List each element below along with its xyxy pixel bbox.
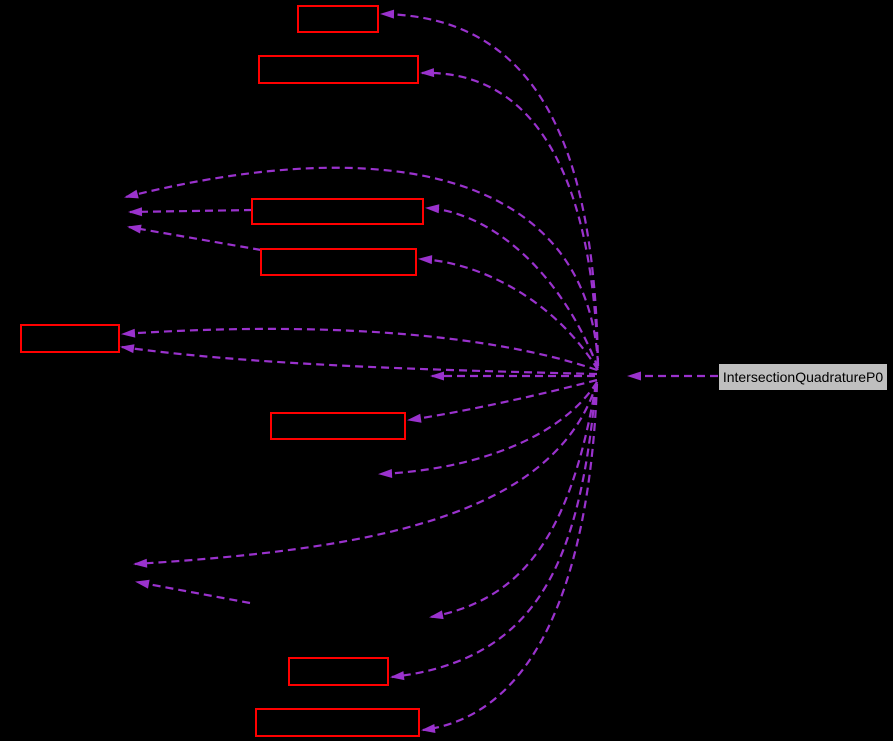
edge-box-upper-mid-1-to-hidden-left-upper xyxy=(128,207,253,217)
box-upper-mid-1[interactable] xyxy=(251,198,424,225)
edge-center-to-hidden-mid-lower xyxy=(378,381,598,478)
edge-center-to-box-top-small xyxy=(380,9,600,367)
edge-center-to-hidden-left-upper xyxy=(124,166,600,365)
edge-center-to-box-left-lower xyxy=(120,344,598,376)
edge-center-to-box-bottom-wide xyxy=(421,383,599,733)
edge-center-to-box-left-upper xyxy=(121,327,598,372)
edge-center-to-hidden-bottom-mid xyxy=(429,383,598,620)
edge-hidden-bottom-mid-to-hidden-left-bottom xyxy=(135,579,251,605)
box-top-small[interactable] xyxy=(297,5,379,33)
box-center[interactable] xyxy=(270,412,406,440)
edge-center-to-hidden-left-bottom-upper xyxy=(133,381,599,568)
box-bottom-small[interactable] xyxy=(288,657,389,686)
box-upper-mid-2[interactable] xyxy=(260,248,417,276)
edge-center-to-box-center xyxy=(407,378,598,423)
box-top-wide[interactable] xyxy=(258,55,419,84)
edge-center-to-box-top-wide xyxy=(420,68,600,367)
main-node: IntersectionQuadratureP0 xyxy=(718,363,888,391)
edge-center-to-box-upper-mid-2 xyxy=(418,255,599,371)
edge-layer xyxy=(120,9,718,733)
edge-center-to-box-bottom-small xyxy=(390,383,598,681)
node-layer xyxy=(20,5,424,737)
box-left[interactable] xyxy=(20,324,120,353)
edge-center-to-box-upper-mid-1 xyxy=(425,204,600,369)
box-bottom-wide[interactable] xyxy=(255,708,420,737)
edge-box-upper-mid-2-to-hidden-left-upper xyxy=(127,224,262,252)
